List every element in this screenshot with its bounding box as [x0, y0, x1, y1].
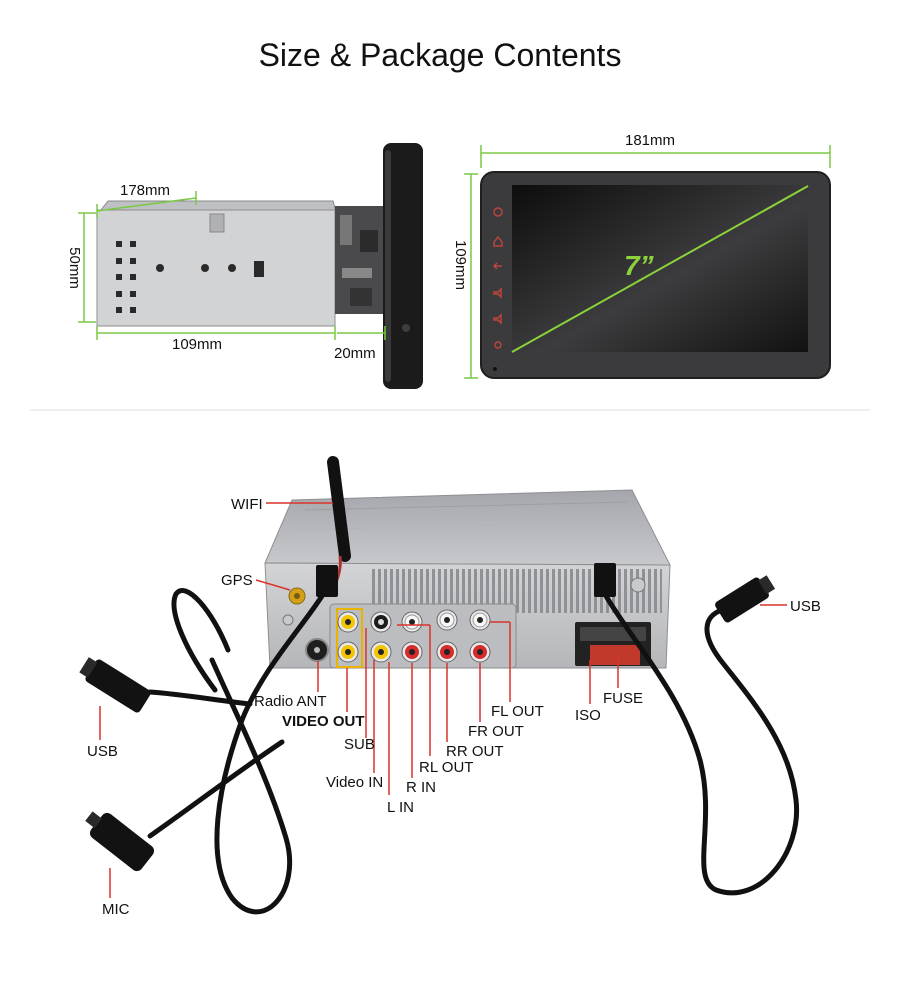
- faceplate-side: [383, 143, 423, 389]
- mount-hole: [156, 264, 164, 272]
- vent-hole: [116, 274, 122, 280]
- right-main-cable: [603, 593, 800, 896]
- usb-connector-icon: [79, 657, 151, 713]
- cable-clamp-left: [316, 565, 338, 597]
- top-ridge: [304, 501, 629, 511]
- depth-label: 178mm: [120, 182, 170, 199]
- unit-top-face: [264, 489, 671, 566]
- fuse-label: FUSE: [603, 690, 643, 707]
- mic-label: MIC: [102, 901, 130, 918]
- r-in-label: R IN: [406, 779, 436, 796]
- volume-up-icon: [493, 287, 502, 299]
- rr-out-label: RR OUT: [446, 743, 504, 760]
- faceplate-depth-label: 20mm: [334, 345, 376, 362]
- left-usb-cable: [147, 689, 253, 707]
- rca-jack-icon: [401, 611, 423, 633]
- rca-jack-icon: [436, 641, 458, 663]
- radio-antenna-pin: [314, 647, 320, 653]
- vent-hole: [130, 241, 136, 247]
- left-cable-loop: [171, 588, 231, 693]
- chassis-clip: [209, 213, 225, 233]
- usb-right-label: USB: [790, 598, 821, 615]
- rca-jack-icon: [370, 641, 392, 663]
- rl-out-label: RL OUT: [419, 759, 473, 776]
- usb-left-label: USB: [87, 743, 118, 760]
- connector-detail: [360, 230, 378, 252]
- fl-out-label: FL OUT: [491, 703, 544, 720]
- l-in-label: L IN: [387, 799, 414, 816]
- callout-line: [255, 579, 291, 591]
- front-height-label: 109mm: [452, 240, 469, 290]
- height-label: 50mm: [66, 247, 83, 289]
- side-view: 178mm 50mm 109mm 20mm: [66, 143, 423, 389]
- faceplate-knob: [402, 324, 410, 332]
- video-out-label: VIDEO OUT: [282, 713, 365, 730]
- faceplate-edge: [385, 150, 391, 382]
- vent-holes: [116, 241, 264, 313]
- chassis-depth-label: 109mm: [172, 336, 222, 353]
- iso-label: ISO: [575, 707, 601, 724]
- connector-detail: [340, 215, 352, 245]
- vent-hole: [130, 258, 136, 264]
- sub-label: SUB: [344, 736, 375, 753]
- vent-hole: [130, 291, 136, 297]
- mount-hole: [228, 264, 236, 272]
- rear-view: WIFI GPS Radio ANT VIDEO OUT SUB Video I…: [79, 456, 821, 918]
- vent-hole: [116, 291, 122, 297]
- vent-hole: [116, 241, 122, 247]
- mount-hole: [201, 264, 209, 272]
- home-icon: [493, 235, 503, 247]
- fr-out-label: FR OUT: [468, 723, 524, 740]
- top-ridge: [289, 521, 646, 531]
- screen-diagonal-line: [511, 185, 809, 353]
- screen-size-label: 7”: [624, 250, 654, 281]
- menu-icon: [494, 341, 502, 349]
- depth-dimension-line: [96, 197, 197, 212]
- wifi-label: WIFI: [231, 496, 263, 513]
- screw: [282, 614, 294, 626]
- mic-cable: [147, 739, 285, 839]
- width-label: 181mm: [625, 132, 675, 149]
- reset-hole: [493, 367, 497, 371]
- page-title: Size & Package Contents: [259, 37, 622, 73]
- cable-clamp-right: [594, 563, 616, 597]
- usb-connector-icon: [715, 575, 776, 623]
- rca-jack-icon: [469, 609, 491, 631]
- gps-label: GPS: [221, 572, 253, 589]
- wifi-antenna-icon: [327, 456, 351, 562]
- radio-ant-label: Radio ANT: [254, 693, 327, 710]
- back-icon: [493, 262, 502, 270]
- vent-hole: [116, 258, 122, 264]
- connector-detail: [350, 288, 372, 306]
- rca-jack-icon: [337, 611, 359, 633]
- fuse-block: [590, 645, 640, 665]
- rca-jack-icon: [469, 641, 491, 663]
- video-out-highlight: [336, 608, 363, 668]
- connector-detail: [342, 268, 372, 278]
- mount-slot: [254, 261, 264, 277]
- left-main-cable: [209, 593, 325, 915]
- rca-jack-icon: [337, 641, 359, 663]
- volume-down-icon: [493, 313, 502, 325]
- power-icon: [493, 207, 503, 217]
- mic-plug-icon: [85, 811, 155, 872]
- bezel-buttons: [493, 207, 503, 349]
- vent-hole: [130, 307, 136, 313]
- rca-jack-icon: [436, 609, 458, 631]
- rca-jack-icon: [401, 641, 423, 663]
- video-in-label: Video IN: [326, 774, 383, 791]
- gps-connector-pin: [294, 593, 300, 599]
- front-view: 7” 181mm 109mm: [452, 132, 831, 379]
- vent-hole: [130, 274, 136, 280]
- vent-hole: [116, 307, 122, 313]
- screw: [630, 577, 646, 593]
- rca-jack-icon: [370, 611, 392, 633]
